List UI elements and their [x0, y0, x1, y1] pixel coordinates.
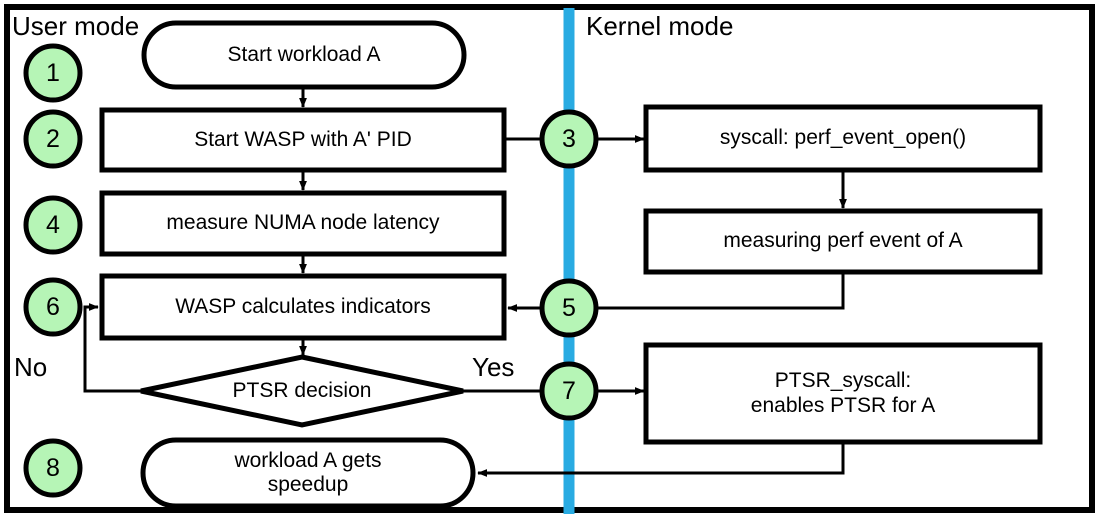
node-ptsr-syscall[interactable] — [643, 342, 1043, 445]
node-measuring-perf[interactable] — [643, 208, 1043, 275]
badge-step-7[interactable] — [539, 361, 599, 421]
badge-step-1[interactable] — [23, 43, 83, 103]
edge-ptsr-decision-no-to-wasp-indicators — [83, 303, 141, 393]
badge-step-4[interactable] — [23, 195, 83, 255]
badge-step-6[interactable] — [23, 277, 83, 337]
badge-step-2[interactable] — [23, 109, 83, 169]
node-workload-speedup[interactable] — [140, 437, 476, 509]
node-wasp-indicators[interactable] — [99, 273, 507, 341]
node-measure-numa[interactable] — [99, 190, 507, 257]
node-perf-event-open[interactable] — [643, 104, 1043, 173]
badge-step-3[interactable] — [539, 109, 599, 169]
node-start-wasp[interactable] — [99, 107, 507, 173]
node-start-workload[interactable] — [141, 20, 467, 90]
node-ptsr-decision[interactable] — [140, 354, 464, 428]
edge-ptsr-syscall-to-workload-speedup — [477, 442, 845, 477]
diagram-frame — [4, 4, 1095, 513]
badge-step-8[interactable] — [23, 438, 83, 498]
badge-step-5[interactable] — [539, 278, 599, 338]
edge-measuring-perf-to-step5 — [596, 272, 845, 310]
